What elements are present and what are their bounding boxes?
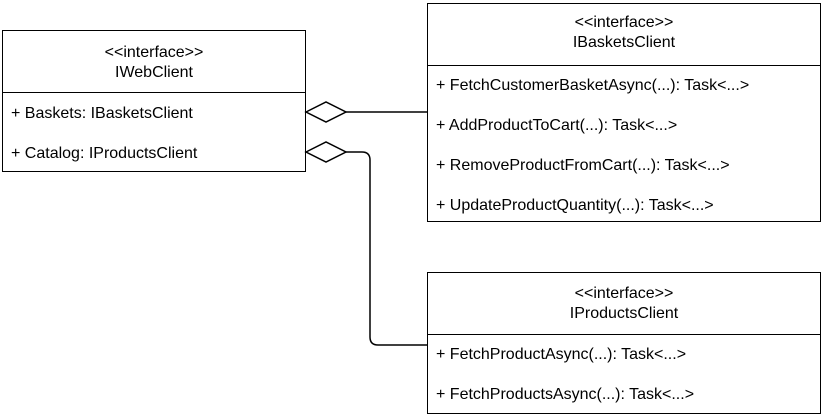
ibasketsclient-member-add-product: + AddProductToCart(...): Task<...> <box>436 117 678 134</box>
ibasketsclient-class-box: <<interface>> IBasketsClient + FetchCust… <box>427 3 821 222</box>
iproductsclient-member-fetch-product: + FetchProductAsync(...): Task<...> <box>436 346 687 363</box>
ibasketsclient-member-fetch-customer-basket: + FetchCustomerBasketAsync(...): Task<..… <box>436 77 750 94</box>
iproductsclient-stereotype: <<interface>> <box>574 284 674 302</box>
ibasketsclient-members: + FetchCustomerBasketAsync(...): Task<..… <box>428 66 820 226</box>
iwebclient-stereotype: <<interface>> <box>104 43 204 61</box>
iwebclient-member-catalog: + Catalog: IProductsClient <box>11 145 198 162</box>
iproductsclient-name: IProductsClient <box>569 304 679 322</box>
iwebclient-members: + Baskets: IBasketsClient + Catalog: IPr… <box>3 93 305 174</box>
ibasketsclient-member-update-quantity: + UpdateProductQuantity(...): Task<...> <box>436 197 714 214</box>
iproductsclient-members: + FetchProductAsync(...): Task<...> + Fe… <box>428 335 820 415</box>
iwebclient-name: IWebClient <box>115 63 193 81</box>
iwebclient-header: <<interface>> IWebClient <box>3 31 305 93</box>
baskets-aggregation-diamond <box>304 101 348 123</box>
ibasketsclient-name: IBasketsClient <box>572 33 676 51</box>
iproductsclient-class-box: <<interface>> IProductsClient + FetchPro… <box>427 272 821 414</box>
iwebclient-member-baskets: + Baskets: IBasketsClient <box>11 105 193 122</box>
ibasketsclient-stereotype: <<interface>> <box>574 13 674 31</box>
ibasketsclient-header: <<interface>> IBasketsClient <box>428 4 820 66</box>
catalog-aggregation-diamond <box>304 141 348 163</box>
iproductsclient-member-fetch-products: + FetchProductsAsync(...): Task<...> <box>436 386 695 403</box>
iproductsclient-header: <<interface>> IProductsClient <box>428 273 820 335</box>
ibasketsclient-member-remove-product: + RemoveProductFromCart(...): Task<...> <box>436 157 730 174</box>
catalog-aggregation-line <box>346 151 427 346</box>
iwebclient-class-box: <<interface>> IWebClient + Baskets: IBas… <box>2 30 306 172</box>
